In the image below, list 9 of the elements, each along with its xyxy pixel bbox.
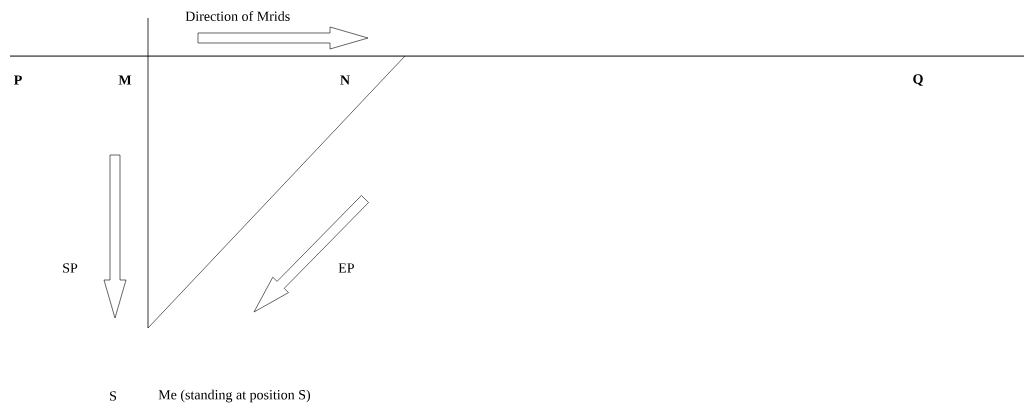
point-label: S (110, 391, 117, 401)
arrow-label: SP (63, 263, 78, 273)
direction-label: Direction of Mrids (185, 11, 290, 21)
point-label: N (340, 75, 350, 85)
observer-label: Me (standing at position S) (158, 389, 311, 403)
point-label: P (13, 75, 22, 85)
point-label: Q (913, 74, 923, 86)
arrow-label: EP (338, 263, 354, 273)
point-label: M (118, 75, 132, 85)
